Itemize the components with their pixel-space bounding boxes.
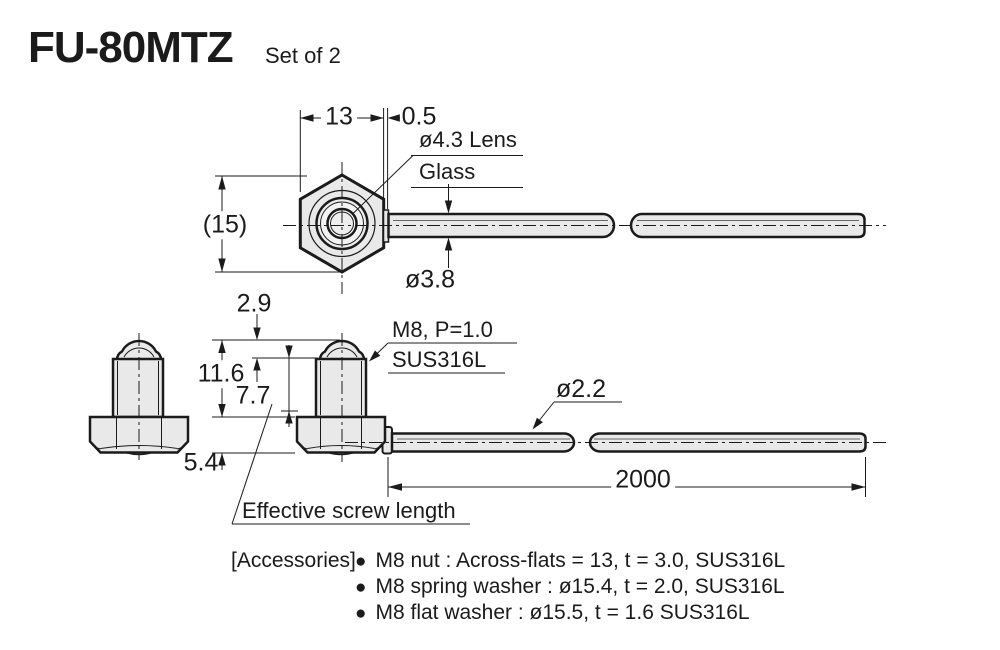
accessories-heading: [Accessories]: [231, 549, 356, 572]
lens-label: ø4.3 Lens: [419, 127, 517, 152]
glass-label: Glass: [419, 159, 476, 184]
material-label: SUS316L: [392, 347, 487, 372]
accessory-item: ● M8 nut : Across-flats = 13, t = 3.0, S…: [355, 549, 785, 573]
bullet-icon: ●: [355, 603, 367, 624]
dim-total-height-label: 11.6: [193, 360, 249, 388]
dim-nut-height-label: 5.4: [183, 448, 219, 477]
accessory-item: ● M8 flat washer : ø15.5, t = 1.6 SUS316…: [355, 601, 750, 625]
dim-screw-length-label: 7.7: [235, 381, 271, 410]
accessory-item-text: M8 flat washer : ø15.5, t = 1.6 SUS316L: [375, 601, 750, 624]
bullet-icon: ●: [355, 551, 367, 572]
accessory-item-text: M8 spring washer : ø15.4, t = 2.0, SUS31…: [375, 575, 785, 598]
thread-spec-label: M8, P=1.0: [392, 317, 493, 342]
dim-cable-dia-label: ø2.2: [556, 375, 607, 403]
page-title: FU-80MTZ: [28, 23, 234, 72]
set-count-label: Set of 2: [265, 43, 341, 68]
dim-cable-length-label: 2000: [611, 466, 675, 494]
effective-screw-length-label: Effective screw length: [242, 498, 456, 523]
dim-head-height-label: (15): [198, 211, 252, 239]
accessory-item: ● M8 spring washer : ø15.4, t = 2.0, SUS…: [355, 575, 785, 599]
bullet-icon: ●: [355, 577, 367, 598]
dim-tip-height-label: 2.9: [236, 289, 272, 318]
accessory-item-text: M8 nut : Across-flats = 13, t = 3.0, SUS…: [375, 549, 786, 572]
dim-step-label: 0.5: [401, 102, 437, 131]
dim-fiber-dia-label: ø3.8: [404, 265, 456, 294]
dim-across-flats-label: 13: [321, 103, 357, 131]
